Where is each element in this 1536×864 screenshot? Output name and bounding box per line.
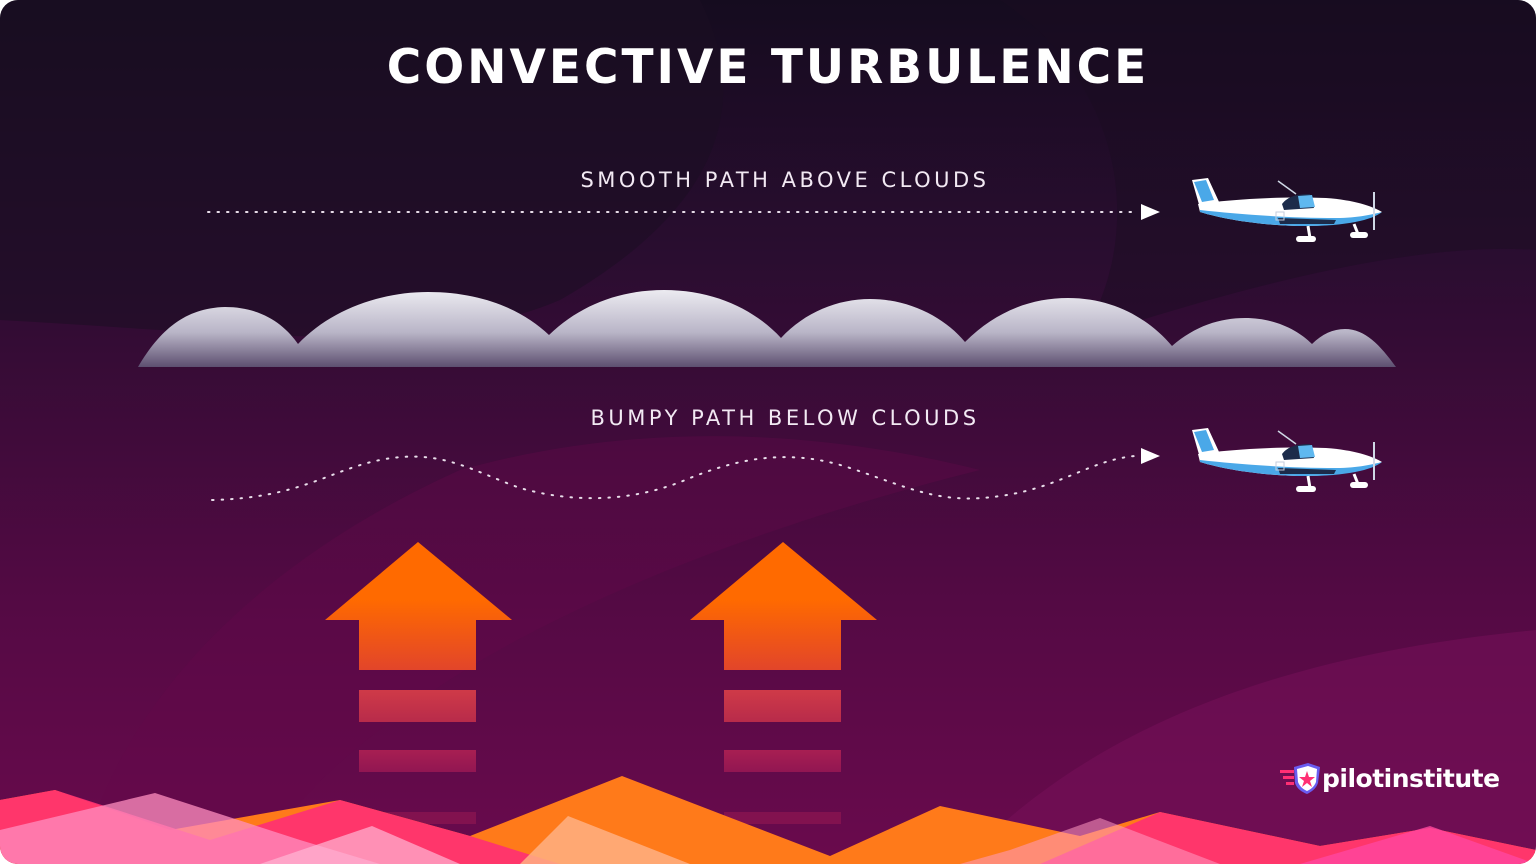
updraft-bar xyxy=(359,690,476,722)
smooth-path-arrowhead xyxy=(1141,204,1160,220)
updraft-bar xyxy=(724,690,841,722)
diagram-title: CONVECTIVE TURBULENCE xyxy=(386,40,1150,95)
updraft-bar xyxy=(724,750,841,772)
bg-blob-right xyxy=(1000,0,1536,340)
updraft-arrow-icon xyxy=(325,542,512,670)
cloud-icon xyxy=(138,290,1396,367)
bg-blob-lower xyxy=(80,436,980,864)
updraft-bar xyxy=(359,750,476,772)
updraft-arrow-right xyxy=(690,542,877,824)
bg-blob-top xyxy=(0,0,724,337)
smooth-path-label: SMOOTH PATH ABOVE CLOUDS xyxy=(580,168,990,192)
updraft-arrow-icon xyxy=(690,542,877,670)
bumpy-path-label: BUMPY PATH BELOW CLOUDS xyxy=(590,406,980,430)
brand-name: pilotinstitute xyxy=(1322,763,1500,793)
bumpy-path-arrowhead xyxy=(1141,448,1160,464)
bg-blob-lower-right xyxy=(960,630,1536,864)
mountain-terrain xyxy=(0,776,1536,864)
airplane-icon xyxy=(1192,178,1382,242)
updraft-bar xyxy=(724,812,841,824)
updraft-arrow-left xyxy=(325,542,512,824)
shield-star-icon xyxy=(1280,763,1320,794)
pilot-institute-logo: pilotinstitute xyxy=(1280,758,1500,798)
airplane-icon xyxy=(1192,428,1382,492)
